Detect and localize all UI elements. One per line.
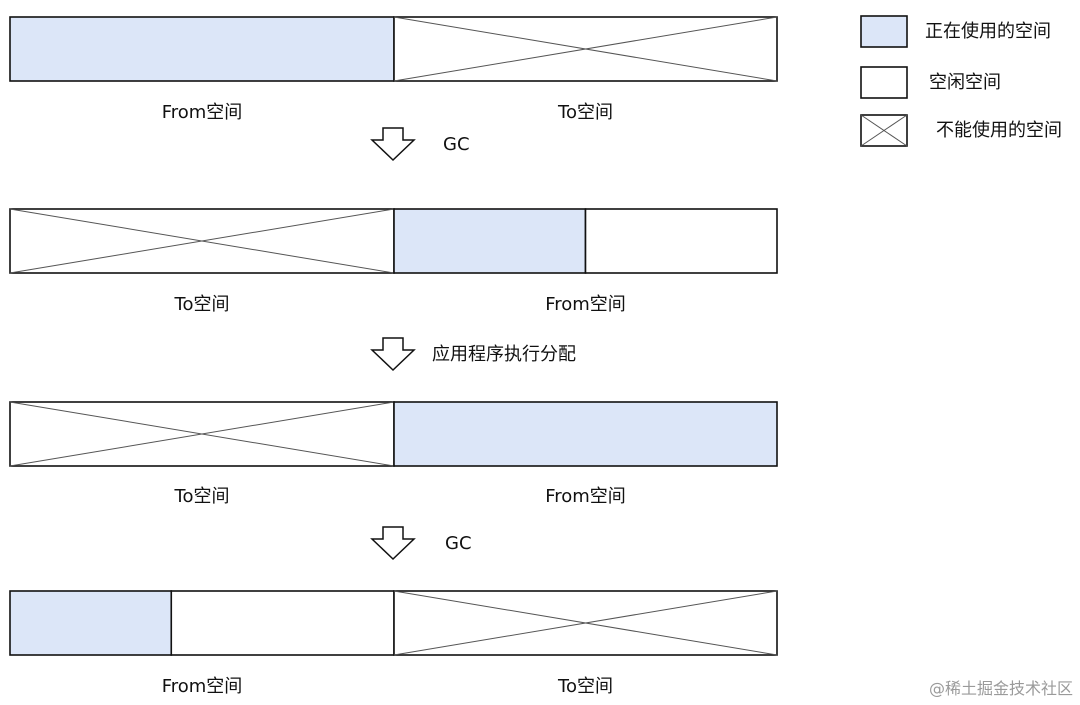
step-label: 应用程序执行分配 [432, 344, 576, 365]
memory-row-4: From空间 To空间 [9, 590, 778, 697]
left-half-free [170, 590, 395, 656]
right-half-used [393, 401, 778, 467]
row-right-label: To空间 [557, 676, 613, 697]
legend-label-unusable: 不能使用的空间 [936, 120, 1062, 141]
unusable-cross-line [393, 590, 778, 656]
left-half-used [9, 590, 173, 656]
legend-label-free: 空闲空间 [929, 72, 1001, 93]
down-arrow-icon [370, 337, 416, 372]
legend: 正在使用的空间 空闲空间 不能使用的空间 [860, 15, 1062, 147]
down-arrow-icon [370, 526, 416, 561]
unusable-cross-line [393, 16, 778, 82]
memory-row-3: To空间 From空间 [9, 401, 778, 507]
legend-swatch-free [860, 66, 908, 99]
left-half-used [9, 16, 395, 82]
legend-swatch-used [860, 15, 908, 48]
row-right-label: From空间 [545, 294, 626, 315]
step-gc-2: GC [370, 526, 472, 561]
right-half-free [584, 208, 778, 274]
row-right-label: From空间 [545, 486, 626, 507]
row-left-label: From空间 [162, 102, 243, 123]
unusable-cross-line [860, 114, 908, 147]
unusable-cross-line [9, 208, 395, 274]
row-left-label: From空间 [162, 676, 243, 697]
row-left-label: To空间 [174, 486, 230, 507]
watermark-text: @稀土掘金技术社区 [929, 679, 1073, 698]
step-label: GC [443, 134, 470, 155]
memory-row-2: To空间 From空间 [9, 208, 778, 315]
down-arrow-icon [370, 127, 416, 162]
step-allocate: 应用程序执行分配 [370, 337, 576, 372]
row-left-label: To空间 [174, 294, 230, 315]
unusable-cross-line [9, 401, 395, 467]
memory-row-1: From空间 To空间 [9, 16, 778, 123]
step-gc-1: GC [370, 127, 470, 162]
step-label: GC [445, 533, 472, 554]
right-half-used [393, 208, 587, 274]
legend-label-used: 正在使用的空间 [925, 21, 1051, 42]
row-right-label: To空间 [557, 102, 613, 123]
